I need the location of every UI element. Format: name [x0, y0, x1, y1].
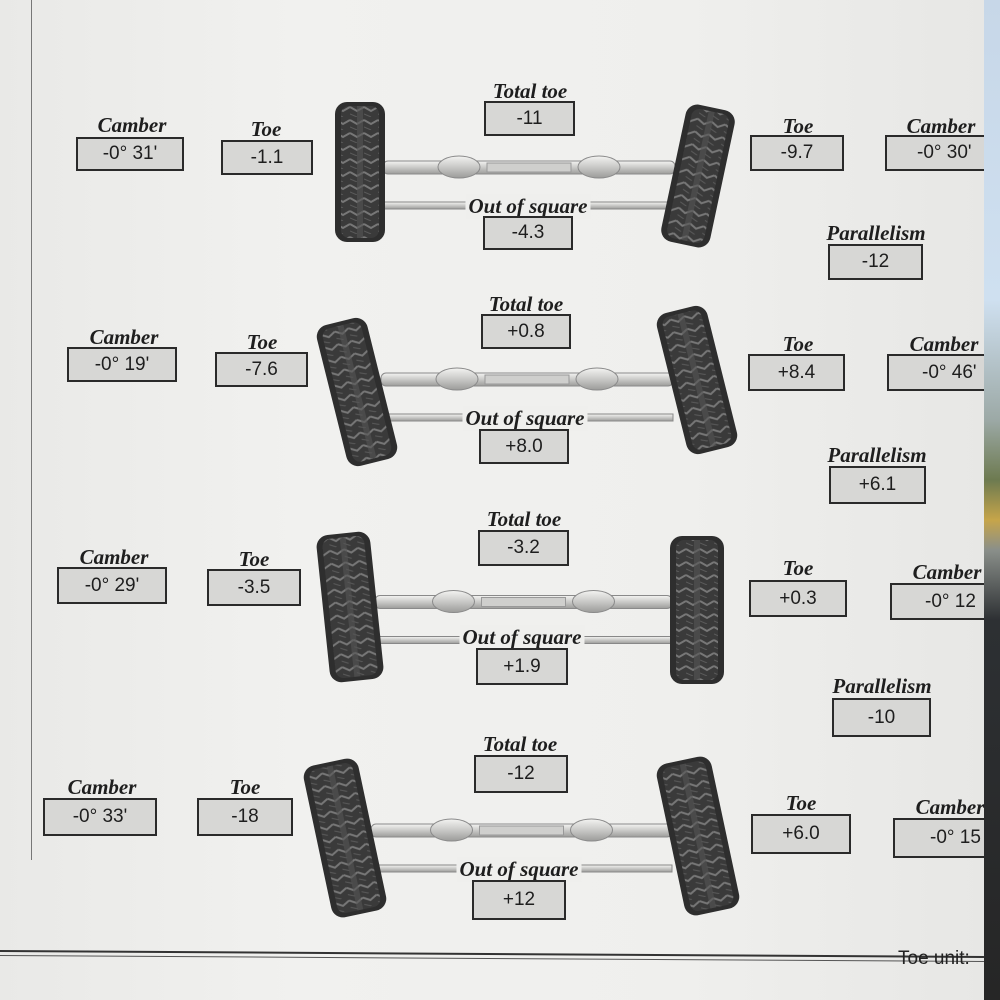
camber-label: Camber: [915, 795, 985, 819]
out-of-square-value: -4.3: [483, 216, 573, 250]
tire-icon: [303, 758, 387, 918]
left-camber-value: -0° 31': [76, 137, 184, 171]
toe-label: Toe: [250, 117, 282, 141]
out-of-square-value: +1.9: [476, 648, 568, 685]
right-toe-value: +0.3: [749, 580, 847, 617]
right-camber-value: -0° 15: [893, 818, 984, 858]
camber-label: Camber: [97, 113, 167, 137]
out-of-square-label: Out of square: [459, 625, 585, 650]
tire-icon: [670, 536, 724, 684]
total-toe-value: +0.8: [481, 314, 571, 349]
total-toe-label: Total toe: [488, 292, 564, 316]
toe-label: Toe: [785, 791, 817, 815]
out-of-square-label: Out of square: [462, 406, 588, 431]
parallelism-value: -12: [828, 244, 923, 280]
camber-label: Camber: [906, 114, 976, 138]
camber-label: Camber: [67, 775, 137, 799]
right-camber-value: -0° 46': [887, 354, 984, 391]
tire-icon: [661, 104, 735, 248]
left-toe-value: -3.5: [207, 569, 301, 606]
left-toe-value: -7.6: [215, 352, 308, 387]
camber-label: Camber: [89, 325, 159, 349]
out-of-square-label: Out of square: [465, 194, 591, 219]
left-toe-value: -1.1: [221, 140, 313, 175]
right-camber-value: -0° 12: [890, 583, 984, 620]
right-toe-value: +6.0: [751, 814, 851, 854]
tire-icon: [335, 102, 385, 242]
camber-label: Camber: [909, 332, 979, 356]
total-toe-label: Total toe: [492, 79, 568, 103]
parallelism-label: Parallelism: [832, 674, 932, 698]
left-camber-value: -0° 19': [67, 347, 177, 382]
toe-label: Toe: [238, 547, 270, 571]
total-toe-value: -12: [474, 755, 568, 793]
left-camber-value: -0° 33': [43, 798, 157, 836]
parallelism-value: -10: [832, 698, 931, 737]
out-of-square-label: Out of square: [456, 857, 582, 882]
tire-icon: [316, 531, 384, 683]
camber-label: Camber: [912, 560, 982, 584]
parallelism-value: +6.1: [829, 466, 926, 504]
camber-label: Camber: [79, 545, 149, 569]
out-of-square-value: +8.0: [479, 429, 569, 464]
out-of-square-value: +12: [472, 880, 566, 920]
background-photo-edge: [984, 0, 1000, 1000]
toe-label: Toe: [782, 556, 814, 580]
left-toe-value: -18: [197, 798, 293, 836]
total-toe-label: Total toe: [482, 732, 558, 756]
right-toe-value: -9.7: [750, 135, 844, 171]
right-camber-value: -0° 30': [885, 135, 984, 171]
right-toe-value: +8.4: [748, 354, 845, 391]
left-camber-value: -0° 29': [57, 567, 167, 604]
toe-label: Toe: [229, 775, 261, 799]
toe-label: Toe: [782, 114, 814, 138]
toe-label: Toe: [782, 332, 814, 356]
toe-unit-label: Toe unit:: [898, 948, 970, 969]
margin-line: [31, 0, 32, 860]
parallelism-label: Parallelism: [826, 221, 926, 245]
total-toe-value: -11: [484, 101, 575, 136]
tire-icon: [316, 317, 398, 467]
axle-diagram: [316, 305, 738, 467]
tire-icon: [656, 305, 738, 455]
tire-icon: [656, 756, 740, 916]
axle-diagram: [335, 102, 735, 248]
toe-label: Toe: [246, 330, 278, 354]
parallelism-label: Parallelism: [827, 443, 927, 467]
total-toe-value: -3.2: [478, 530, 569, 566]
total-toe-label: Total toe: [486, 507, 562, 531]
